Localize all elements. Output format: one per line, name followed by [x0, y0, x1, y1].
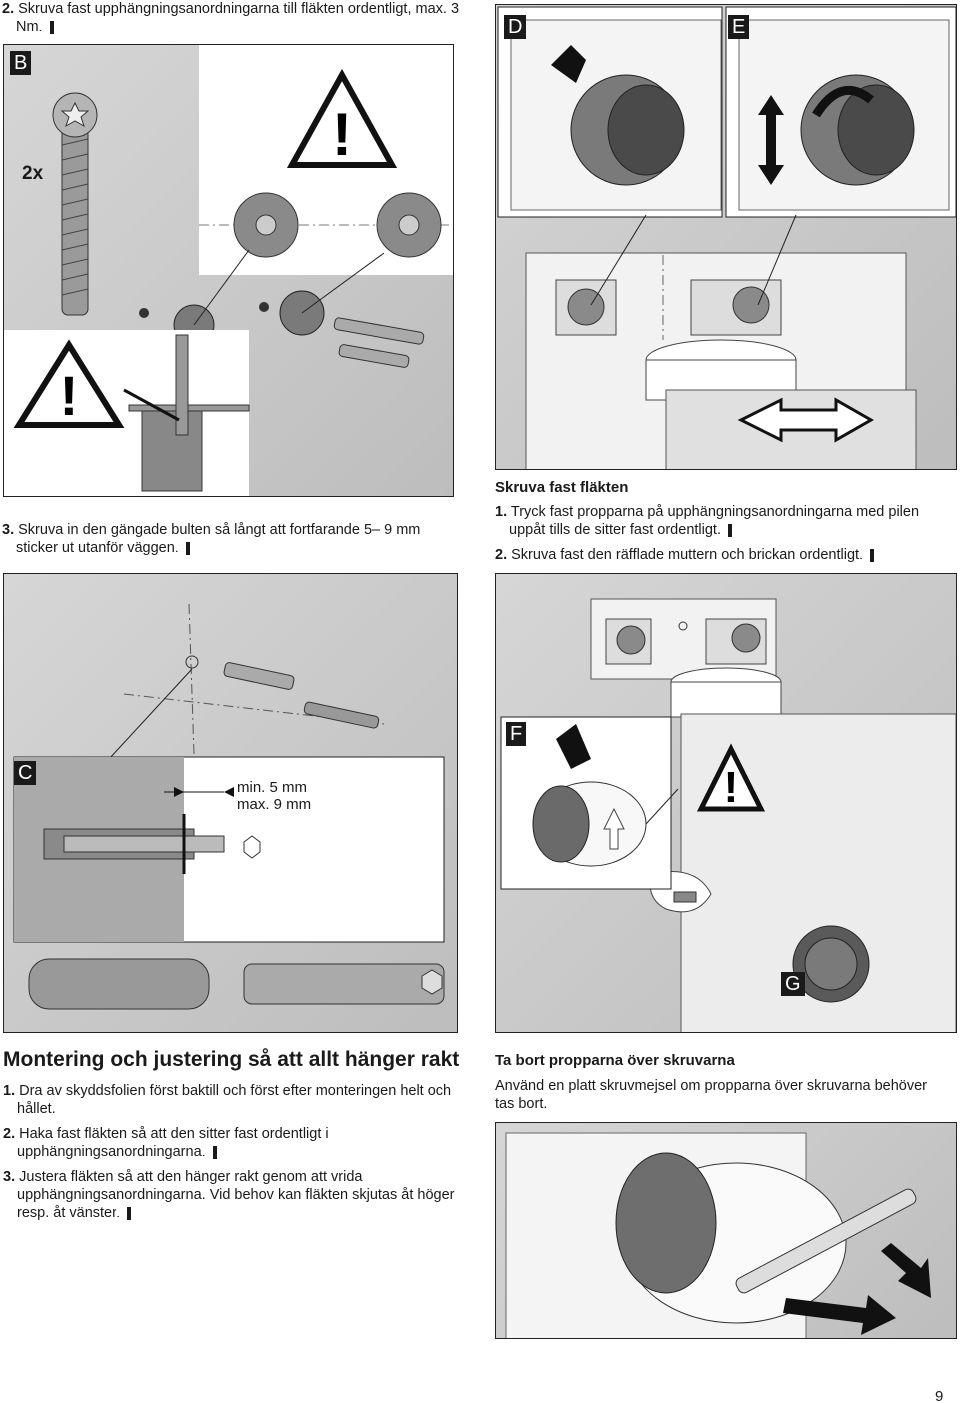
step-text: Dra av skyddsfolien först baktill och fö…: [17, 1083, 452, 1117]
screw-small-1: [333, 317, 425, 345]
wall-plug: [141, 410, 203, 492]
figure-b-panel: B 2x !: [3, 44, 454, 497]
step-text: Tryck fast propparna på upphängningsanor…: [509, 504, 920, 538]
up-down-arrow-icon: [758, 95, 784, 185]
figure-e-label: E: [728, 15, 750, 39]
figure-ref-badge: F: [716, 524, 733, 537]
figure-b-illustration: ! !: [4, 45, 453, 496]
section-title-mount: Montering och justering så att allt häng…: [3, 1048, 460, 1071]
step-number: 3.: [3, 1169, 16, 1185]
step-number: 2.: [495, 547, 508, 563]
figure-ref-badge: G: [858, 549, 875, 562]
bolt-small: [303, 701, 380, 729]
page-number: 9: [935, 1388, 944, 1403]
threaded-bolt: [175, 334, 189, 436]
up-arrow-icon: [603, 807, 625, 850]
figure-de-illustration: [497, 6, 956, 469]
step-number: 1.: [495, 504, 508, 520]
hex-icon: [421, 969, 443, 995]
rotate-arrow-icon: [812, 86, 874, 118]
lever-arrow-icon: [881, 1243, 931, 1298]
figure-c-label: C: [14, 761, 37, 785]
figure-c-panel: C min. 5 mm max. 9 mm: [3, 573, 458, 1033]
warning-triangle-icon: [696, 743, 766, 812]
figure-remove-illustration: [505, 1132, 931, 1338]
mount-step-2: 2. Haka fast fläkten så att den sitter f…: [3, 1125, 463, 1161]
screwdriver: [735, 1188, 917, 1294]
section-title-remove: Ta bort propparna över skruvarna: [495, 1052, 735, 1069]
section-title-screw: Skruva fast fläkten: [495, 479, 629, 496]
figure-ref-badge: C: [174, 542, 190, 555]
figure-ref-badge: E: [115, 1207, 132, 1220]
torx-icon: [60, 101, 90, 128]
long-screw: [61, 124, 89, 316]
figure-f-label: F: [506, 722, 527, 746]
figure-fg-panel: ! F G: [495, 573, 957, 1033]
step-2-fasten-brackets: 2. Skruva fast upphängningsanordningarna…: [2, 0, 472, 36]
screw-small-2: [338, 344, 410, 368]
step-text: Haka fast fläkten så att den sitter fast…: [17, 1126, 329, 1160]
step-3-bolt-depth: 3. Skruva in den gängade bulten så långt…: [2, 521, 462, 557]
step-number: 3.: [2, 522, 15, 538]
figure-c-illustration: [13, 603, 445, 1010]
figure-fg-illustration: !: [500, 598, 956, 1032]
figure-ref-badge: B: [38, 21, 54, 34]
warning-mark: !: [60, 364, 79, 427]
figure-de-panel: D E: [495, 4, 957, 470]
mount-step-3: 3. Justera fläkten så att den hänger rak…: [3, 1168, 463, 1222]
pull-arrow-icon: [783, 1295, 896, 1335]
figure-d-label: D: [504, 15, 527, 39]
max-depth-label: max. 9 mm: [237, 796, 312, 813]
screw-step-1: 1. Tryck fast propparna på upphängningsa…: [495, 503, 955, 539]
push-arrow-icon: [551, 45, 586, 83]
warning-mark: !: [724, 763, 739, 812]
step-text: Justera fläkten så att den hänger rakt g…: [17, 1169, 455, 1221]
step-number: 1.: [3, 1083, 16, 1099]
wall-plug-large: [28, 958, 210, 1010]
wall-plug-small: [223, 662, 295, 690]
figure-ref-badge: D: [201, 1146, 217, 1159]
left-right-arrow-icon: [737, 397, 875, 443]
screw-step-2: 2. Skruva fast den räfflade muttern och …: [495, 546, 955, 564]
threaded-bolt: [63, 835, 225, 853]
step-text: Skruva fast upphängningsanordningarna ti…: [16, 1, 460, 35]
step-text: Skruva fast den räfflade muttern och bri…: [511, 547, 864, 563]
warning-mark: !: [332, 101, 352, 168]
hex-icon: [243, 835, 261, 859]
mount-step-1: 1. Dra av skyddsfolien först baktill och…: [3, 1082, 463, 1118]
figure-g-label: G: [781, 972, 805, 996]
remove-instructions: Använd en platt skruvmejsel om propparna…: [495, 1078, 928, 1112]
push-arrow-icon: [556, 724, 591, 769]
bolt-large: [243, 963, 445, 1005]
quantity-label: 2x: [22, 163, 44, 184]
min-depth-label: min. 5 mm: [237, 779, 308, 796]
step-text: Skruva in den gängade bulten så långt at…: [16, 522, 421, 556]
step-number: 2.: [3, 1126, 16, 1142]
figure-remove-panel: [495, 1122, 957, 1339]
warning-triangle-icon: [286, 68, 398, 168]
warning-triangle-icon: [13, 339, 125, 428]
figure-b-label: B: [10, 51, 32, 75]
step-number: 2.: [2, 1, 15, 17]
